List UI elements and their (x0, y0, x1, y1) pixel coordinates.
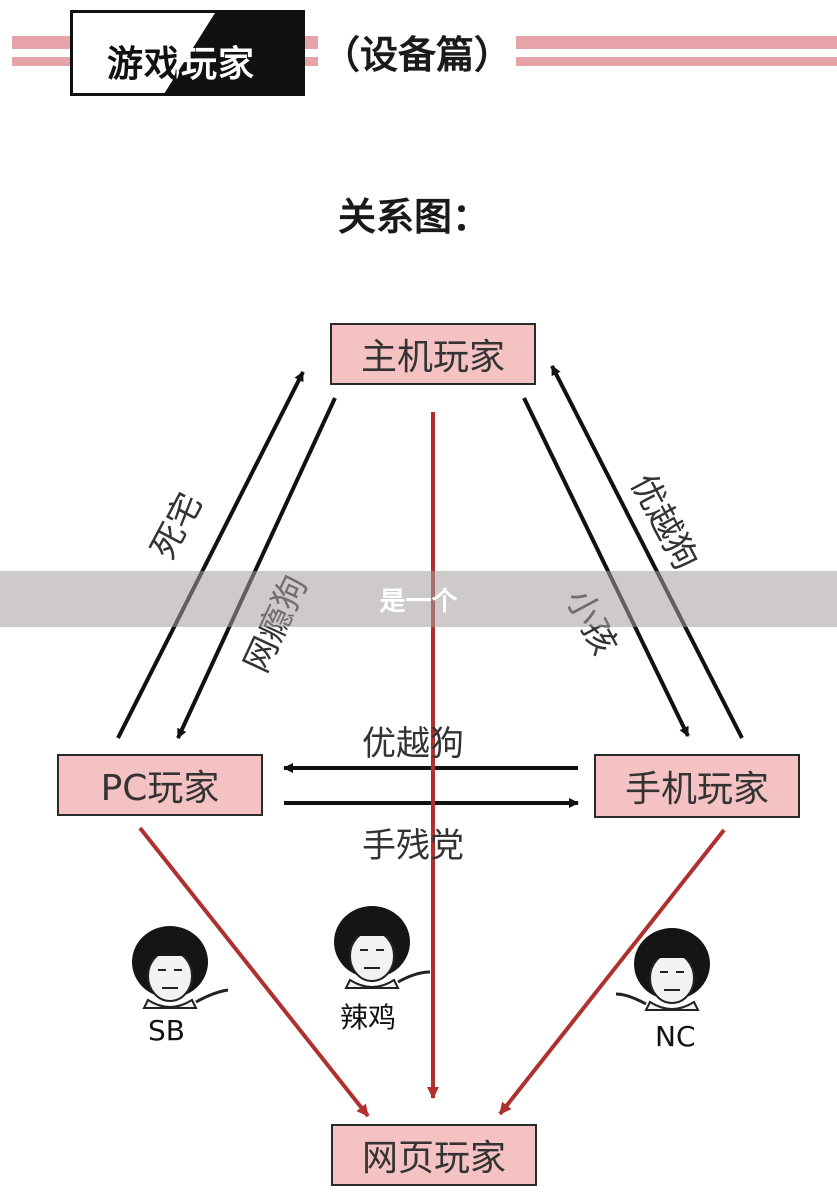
overlay-banner: 是一个 (0, 571, 837, 627)
arrow-pc-to-console (116, 371, 305, 739)
face-label-pc-web: SB (148, 1014, 185, 1047)
header-title-box: 游戏玩家 (70, 10, 305, 96)
face-icon-pc-web (132, 926, 229, 1009)
edge-label-pc-to-mobile: 手残党 (362, 826, 464, 866)
node-mobile-players: 手机玩家 (594, 754, 800, 818)
face-label-mobile-web: NC (655, 1020, 696, 1053)
arrow-mobile-to-web (498, 828, 726, 1116)
node-web-players: 网页玩家 (331, 1124, 537, 1186)
section-label: 关系图： (338, 195, 491, 239)
node-pc-players: PC玩家 (57, 754, 263, 816)
node-console-players: 主机玩家 (330, 323, 536, 385)
face-icon-mobile-web (615, 928, 710, 1011)
arrow-console-to-pc (176, 397, 337, 739)
arrow-pc-to-web (138, 826, 370, 1118)
face-label-console-web: 辣鸡 (340, 1001, 397, 1034)
arrow-mobile-to-console (550, 365, 744, 739)
arrow-console-to-mobile (522, 397, 690, 737)
page-title: 游戏玩家 (107, 35, 255, 87)
edge-label-mobile-to-pc: 优越狗 (362, 724, 464, 764)
page-subtitle: （设备篇） (318, 24, 517, 79)
face-icon-console-web (334, 906, 431, 989)
